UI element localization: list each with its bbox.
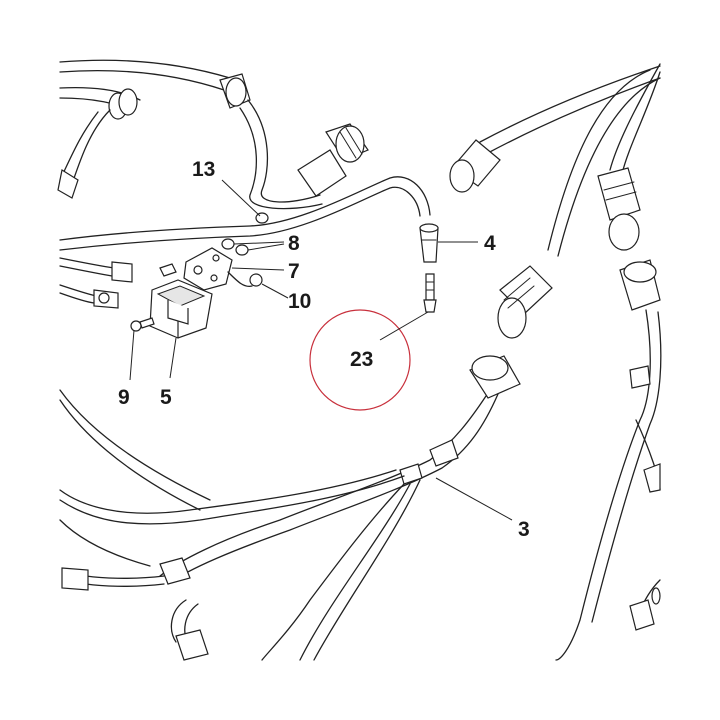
screw — [130, 317, 155, 332]
callout-10: 10 — [288, 290, 311, 313]
nuts — [221, 238, 249, 256]
callout-7: 7 — [288, 260, 300, 283]
harness-right — [449, 63, 662, 661]
callout-3: 3 — [518, 518, 530, 541]
ignition-coil — [149, 279, 213, 339]
highlight-circle — [309, 309, 411, 411]
bracket — [159, 247, 253, 291]
callout-23: 23 — [350, 348, 373, 371]
callout-4: 4 — [484, 232, 496, 255]
callout-13: 13 — [192, 158, 215, 181]
harness-upper-left — [57, 59, 369, 210]
leader-lines — [129, 179, 513, 521]
spark-plug-cap — [419, 223, 439, 263]
main-harness — [59, 355, 521, 661]
callouts: 13 8 4 7 10 9 5 23 3 — [118, 158, 530, 541]
callout-8: 8 — [288, 232, 300, 255]
spark-plug — [423, 273, 437, 313]
callout-9: 9 — [118, 386, 130, 409]
callout-5: 5 — [160, 386, 172, 409]
washer — [249, 273, 263, 287]
harness-middle-left — [59, 176, 431, 309]
